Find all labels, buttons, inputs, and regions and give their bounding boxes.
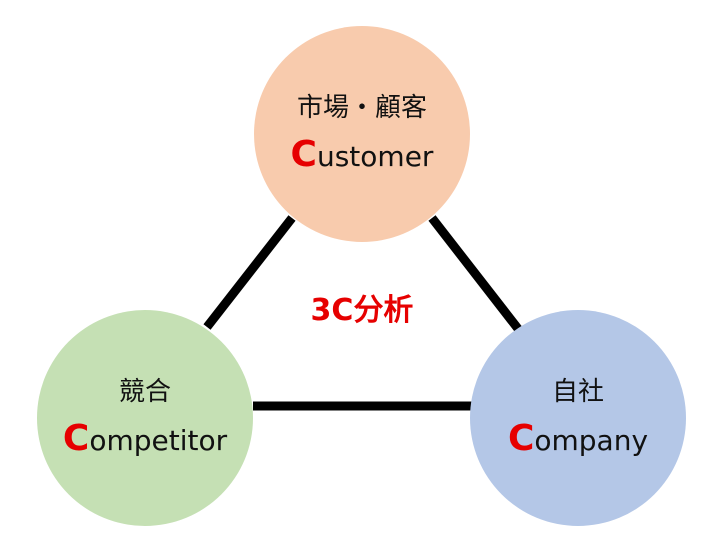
company-ja-label: 自社 — [551, 377, 604, 407]
company-rest: ompany — [534, 424, 649, 457]
connector-customer-competitor — [203, 215, 296, 330]
competitor-initial: C — [62, 418, 90, 459]
company-node: 自社 Company — [470, 310, 686, 526]
competitor-rest: ompetitor — [89, 424, 228, 457]
customer-ja-label: 市場・顧客 — [296, 93, 427, 123]
connector-customer-company — [428, 215, 523, 333]
competitor-node: 競合 Competitor — [37, 310, 253, 526]
customer-initial: C — [290, 134, 317, 175]
company-initial: C — [507, 418, 535, 459]
diagram-title: 3C分析 — [310, 293, 414, 328]
customer-rest: ustomer — [316, 140, 434, 173]
company-en-label: Company — [508, 421, 648, 457]
competitor-ja-label: 競合 — [118, 377, 171, 407]
competitor-en-label: Competitor — [63, 421, 227, 457]
customer-node: 市場・顧客 Customer — [254, 26, 470, 242]
customer-en-label: Customer — [291, 137, 434, 173]
